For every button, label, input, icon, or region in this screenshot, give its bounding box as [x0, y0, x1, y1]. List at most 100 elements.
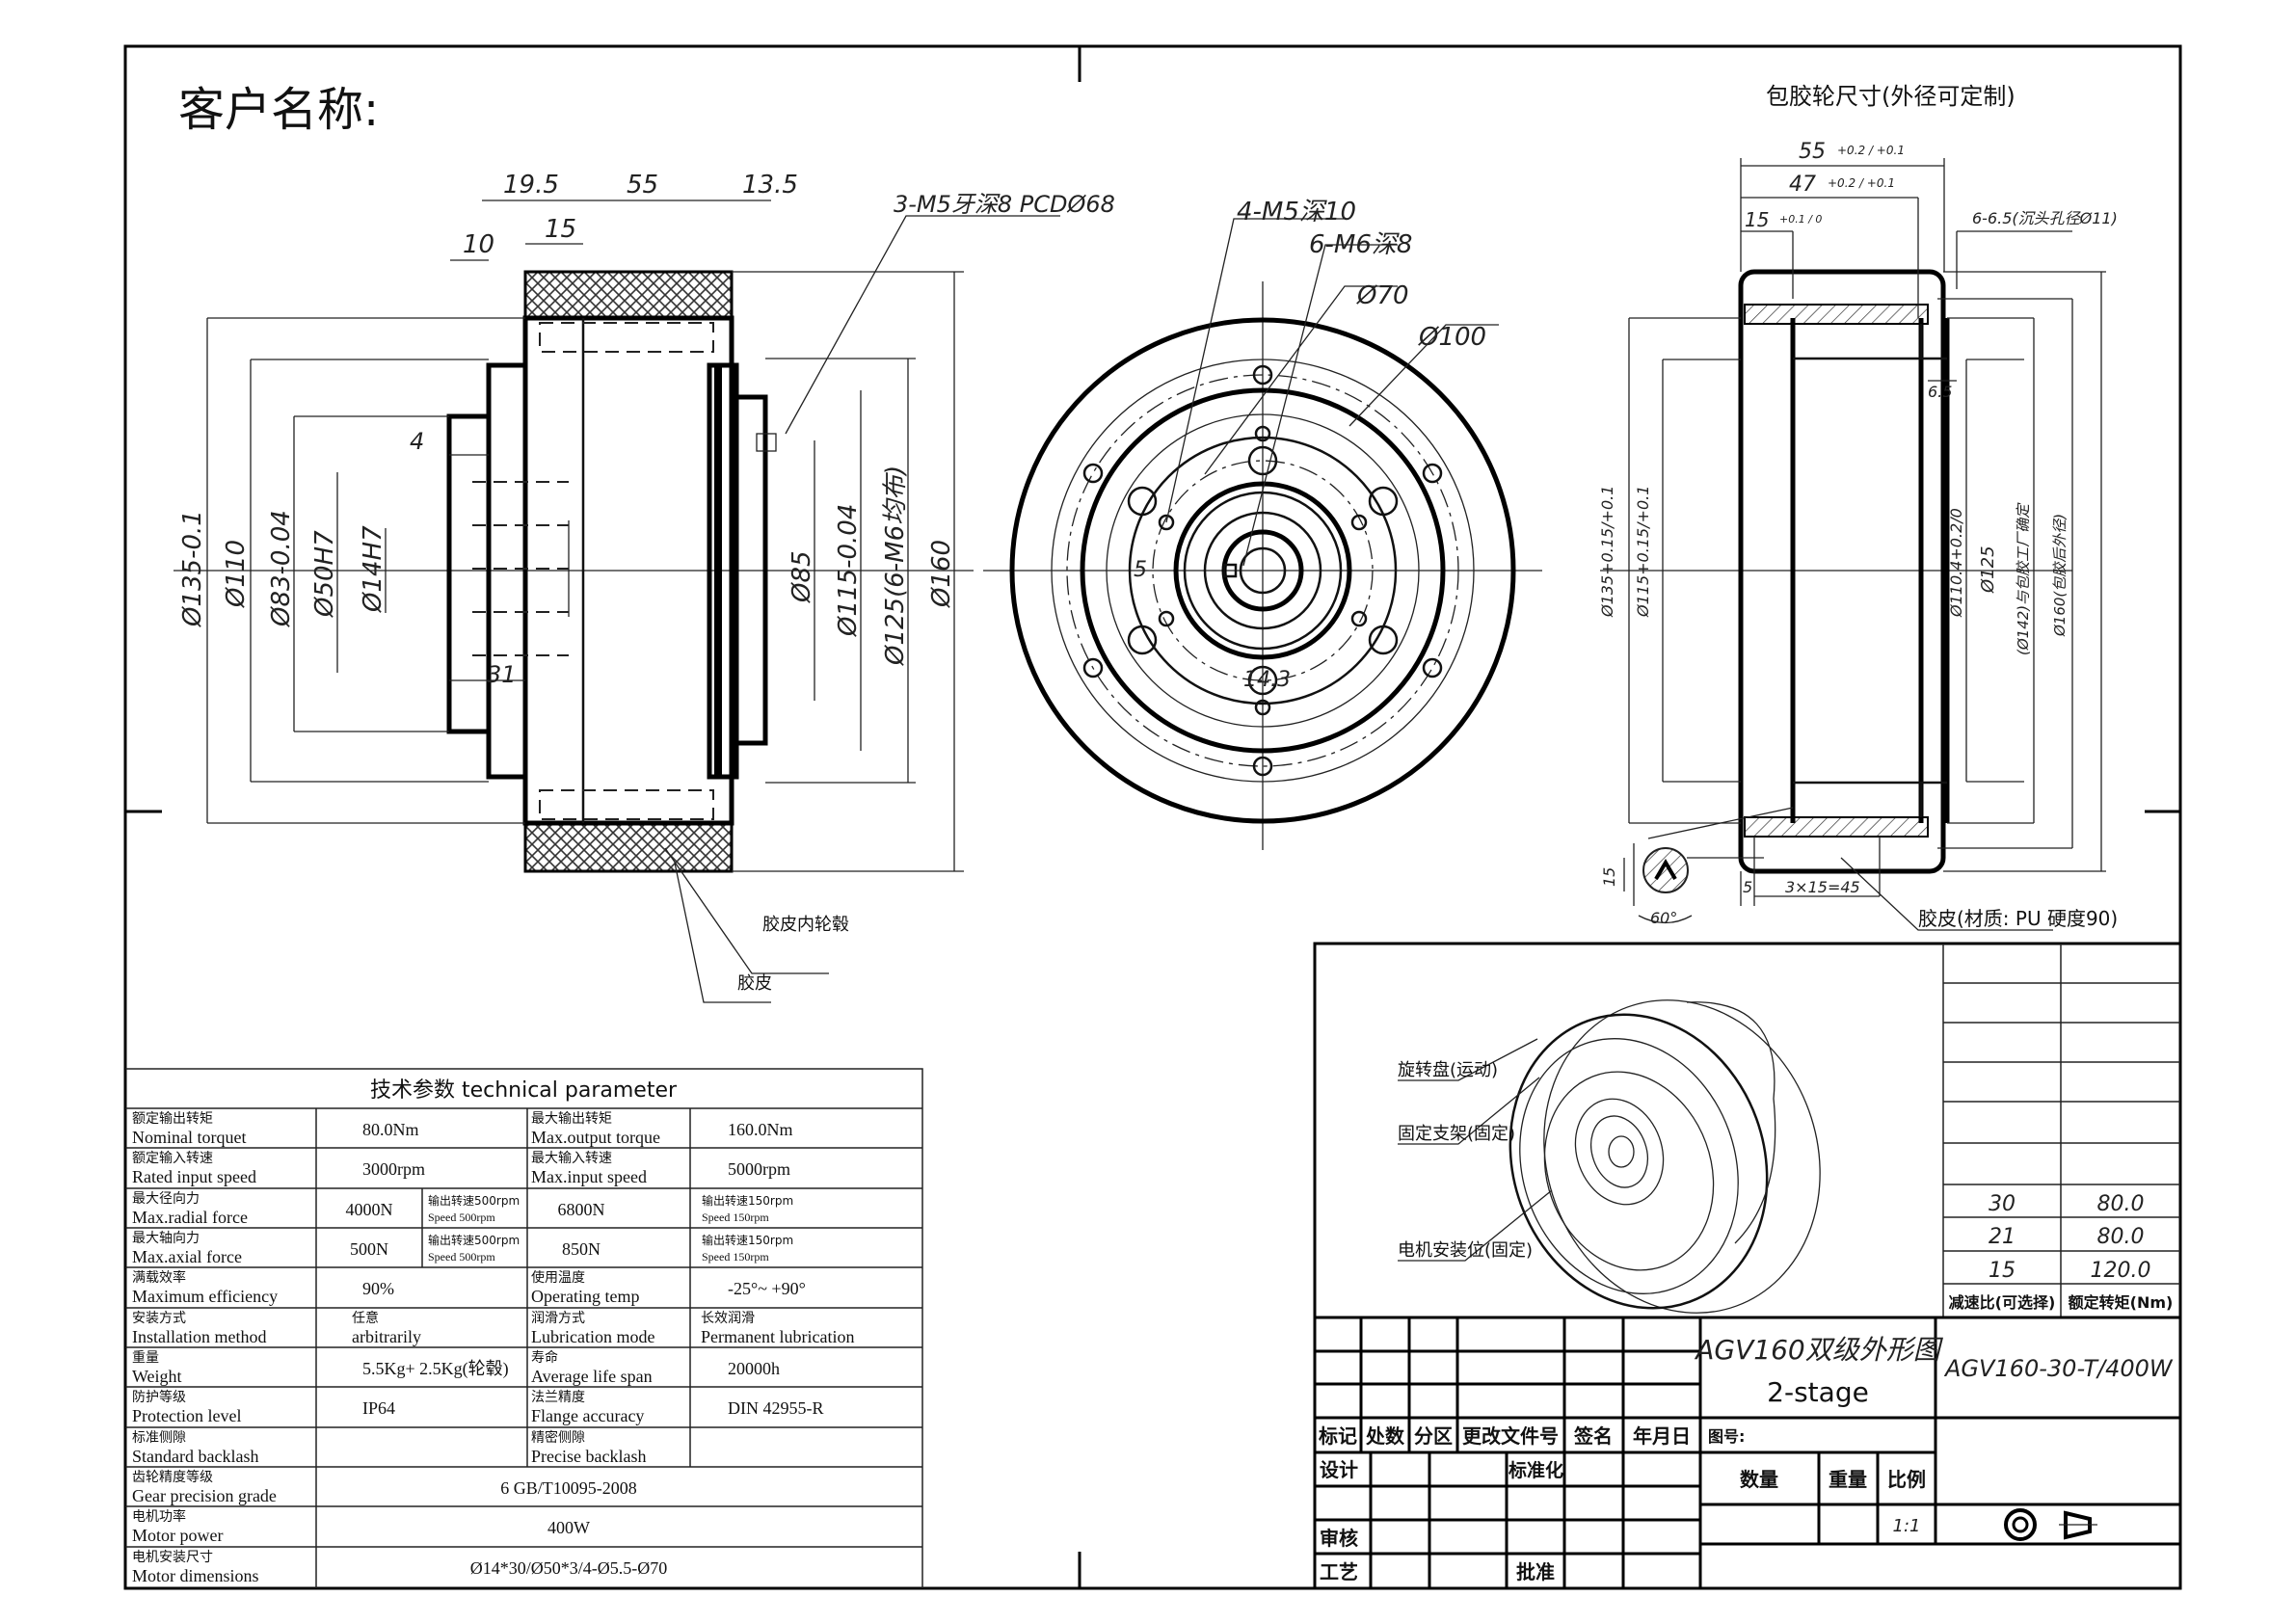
- sheet-border: [123, 44, 2182, 1590]
- param-label-en: Flange accuracy: [531, 1406, 644, 1425]
- label-hub: 胶皮内轮毂: [762, 915, 849, 935]
- param-label-en: Max.input speed: [531, 1167, 647, 1186]
- param-note-cn: 输出转速500rpm: [428, 1233, 520, 1247]
- param-label-cn: 额定输出转矩: [132, 1111, 213, 1127]
- dim-15: 15: [545, 215, 576, 244]
- ratio-15: 15: [1989, 1259, 2016, 1283]
- label-review: 审核: [1320, 1527, 1358, 1550]
- param-label-cn: 安装方式: [132, 1311, 186, 1326]
- scale-value: 1:1: [1893, 1516, 1921, 1536]
- param-note-cn: 输出转速150rpm: [702, 1193, 793, 1208]
- param-value-max: 850N: [562, 1239, 601, 1259]
- drawing-subtitle: 2-stage: [1767, 1376, 1869, 1408]
- title-block: AGV160双级外形图 2-stage AGV160-30-T/400W 标记 …: [1315, 1316, 2180, 1588]
- dia-70-label: Ø70: [1356, 281, 1409, 310]
- dia-83: Ø83-0.04: [267, 510, 296, 627]
- dim-55: 55: [627, 171, 658, 200]
- param-note-en: Speed 150rpm: [702, 1211, 769, 1224]
- dim-13-5: 13.5: [742, 171, 798, 200]
- wheel-view: 包胶轮尺寸(外径可定制) 55 +0.2 / +0.1 47 +0.2 / +0…: [1598, 83, 2118, 931]
- dia-125: Ø125(6-M6均布): [881, 466, 910, 666]
- param-label-cn: 精密侧隙: [531, 1429, 585, 1446]
- param-value-max: DIN 42955-R: [728, 1398, 824, 1418]
- param-value-max: 160.0Nm: [728, 1120, 793, 1139]
- param-label-cn: 电机安装尺寸: [132, 1550, 213, 1565]
- tol-47: +0.2 / +0.1: [1828, 176, 1895, 190]
- dia-110: Ø110: [222, 540, 251, 608]
- param-label-en: Max.axial force: [132, 1247, 242, 1266]
- note-m5: 4-M5深10: [1237, 198, 1356, 226]
- param-label-en: Max.output torque: [531, 1128, 660, 1147]
- hdr-change-doc: 更改文件号: [1462, 1424, 1559, 1448]
- param-value: 3000rpm: [362, 1159, 425, 1179]
- param-note-en: Speed 150rpm: [702, 1250, 769, 1264]
- param-value: 500N: [350, 1239, 388, 1259]
- param-label-en: Motor dimensions: [132, 1566, 259, 1585]
- param-label-en: Operating temp: [531, 1287, 639, 1306]
- dim-pitch: 3×15=45: [1785, 878, 1860, 896]
- dim-47-wheel: 47: [1789, 173, 1816, 197]
- dim-4: 4: [410, 428, 424, 455]
- param-label-cn: 满载效率: [132, 1269, 186, 1286]
- param-value-max: 6800N: [558, 1200, 605, 1219]
- dia-110-4: Ø110.4+0.2/0: [1947, 508, 1965, 618]
- label-process: 工艺: [1320, 1560, 1358, 1583]
- hdr-date: 年月日: [1633, 1424, 1691, 1448]
- dim-15-wheel: 15: [1745, 208, 1769, 231]
- model-number: AGV160-30-T/400W: [1943, 1355, 2174, 1382]
- param-value-max: 20000h: [728, 1359, 780, 1378]
- info-box: [1313, 942, 2182, 1590]
- iso-label-motor-mount: 电机安装位(固定): [1398, 1240, 1533, 1261]
- label-standardize: 标准化: [1508, 1459, 1563, 1481]
- param-value: Permanent lubrication: [701, 1327, 854, 1346]
- dim-19-5: 19.5: [503, 171, 559, 200]
- param-label-cn: 电机功率: [132, 1508, 186, 1525]
- iso-label-fixed-bracket: 固定支架(固定): [1398, 1124, 1515, 1144]
- dia-125-wheel: Ø125: [1978, 545, 1998, 594]
- motor-plate: [446, 413, 492, 734]
- param-label-en: Nominal torquet: [132, 1128, 246, 1147]
- param-value: 4000N: [346, 1200, 393, 1219]
- hdr-zone: 分区: [1414, 1424, 1453, 1448]
- param-value-max: -25°~ +90°: [728, 1279, 806, 1298]
- label-rubber: 胶皮: [737, 973, 772, 994]
- param-label-en: Standard backlash: [132, 1447, 258, 1466]
- label-qty: 数量: [1740, 1468, 1778, 1491]
- tech-table-title: 技术参数 technical parameter: [370, 1078, 678, 1103]
- param-value: 90%: [362, 1279, 394, 1298]
- param-value: 5.5Kg+ 2.5Kg(轮毂): [362, 1359, 509, 1379]
- dia-160-note: Ø160(包胶后外径): [2051, 514, 2069, 637]
- param-label-en: Average life span: [531, 1367, 653, 1386]
- dia-135: Ø135-0.1: [178, 510, 207, 627]
- dim-31: 31: [487, 661, 517, 688]
- param-label-en: Gear precision grade: [132, 1486, 277, 1505]
- header-torque: 额定转矩(Nm): [2069, 1293, 2174, 1312]
- param-label-cn: 寿命: [531, 1349, 558, 1366]
- detail-60: 60°: [1650, 909, 1677, 927]
- dim-14-3: 14.3: [1243, 668, 1291, 692]
- param-note-cn: 输出转速150rpm: [702, 1233, 793, 1247]
- torque-21: 80.0: [2097, 1225, 2145, 1249]
- param-value: 6 GB/T10095-2008: [500, 1478, 637, 1498]
- note-m6: 6-M6深8: [1309, 230, 1412, 259]
- param-label-cn: 标准侧隙: [132, 1430, 186, 1446]
- dim-6-5: 6.5: [1928, 383, 1952, 401]
- customer-label: 客户名称:: [178, 83, 379, 137]
- thread-note: 3-M5牙深8 PCDØ68: [894, 191, 1115, 218]
- torque-15: 120.0: [2091, 1259, 2151, 1283]
- param-label-cn: 额定输入转速: [132, 1151, 213, 1166]
- param-label-en: Precise backlash: [531, 1447, 646, 1466]
- hdr-count: 处数: [1365, 1424, 1405, 1448]
- dia-100-label: Ø100: [1418, 323, 1486, 352]
- param-label-cn: 防护等级: [132, 1389, 186, 1405]
- detail-15: 15: [1600, 867, 1618, 887]
- dia-160: Ø160: [927, 540, 956, 608]
- param-value-cn: 任意: [352, 1310, 379, 1326]
- iso-label-rotating-disk: 旋转盘(运动): [1398, 1060, 1498, 1080]
- header-ratio: 减速比(可选择): [1949, 1293, 2056, 1312]
- wheel-title: 包胶轮尺寸(外径可定制): [1766, 83, 2016, 110]
- label-design: 设计: [1320, 1458, 1358, 1481]
